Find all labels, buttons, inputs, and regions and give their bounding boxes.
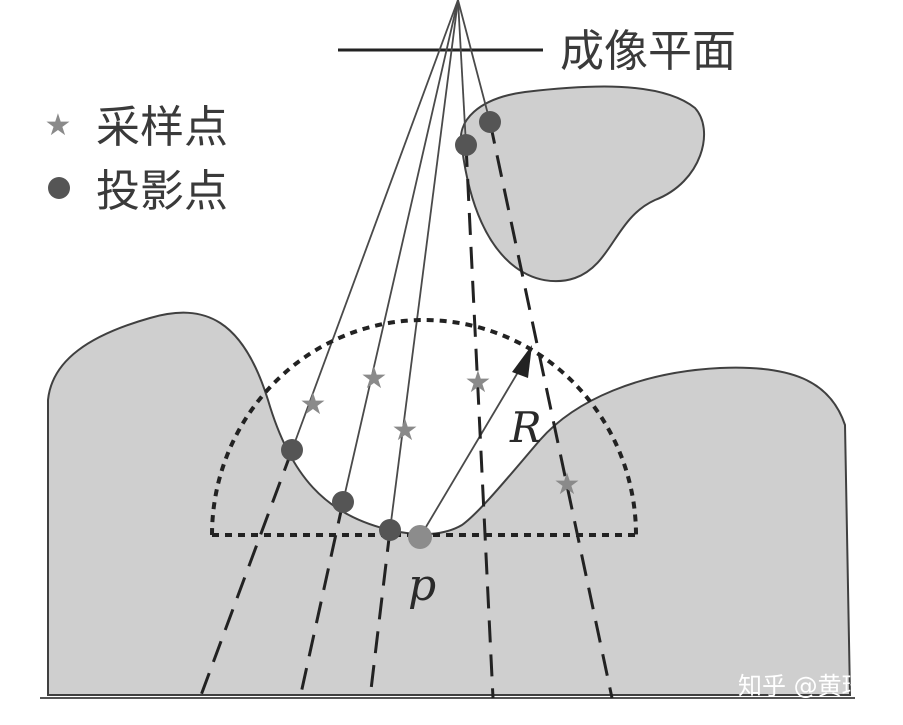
sample-point-star: ★: [392, 413, 419, 448]
sample-point-star: ★: [300, 387, 327, 422]
watermark: 知乎 @黄琦: [738, 672, 866, 700]
sample-point-star: ★: [361, 361, 388, 396]
surface-shape: [47, 311, 852, 696]
center-point-p: [408, 525, 432, 549]
imaging-plane-label: 成像平面: [560, 26, 736, 77]
legend: ★ 采样点 投影点: [45, 102, 228, 217]
radius-label: R: [509, 403, 542, 452]
sampling-hemisphere: [210, 318, 638, 536]
projection-point-dot: [332, 491, 354, 513]
view-rays: [291, 0, 531, 538]
legend-sample-label: 采样点: [96, 102, 228, 153]
dashed-rays: [198, 121, 614, 699]
radius-arrowhead: [512, 345, 532, 378]
sample-points: ★ ★ ★ ★ ★: [300, 361, 581, 502]
point-p-label: p: [408, 560, 436, 611]
projection-point-dot: [455, 134, 477, 156]
legend-projection-label: 投影点: [96, 166, 228, 217]
projection-point-dot: [479, 111, 501, 133]
legend-dot-icon: [48, 177, 70, 199]
legend-star-icon: ★: [45, 108, 72, 143]
projection-point-dot: [379, 519, 401, 541]
projection-points: [281, 111, 501, 541]
sample-point-star: ★: [554, 467, 581, 502]
occluder-blob: [459, 85, 705, 283]
projection-point-dot: [281, 439, 303, 461]
sample-point-star: ★: [465, 365, 492, 400]
